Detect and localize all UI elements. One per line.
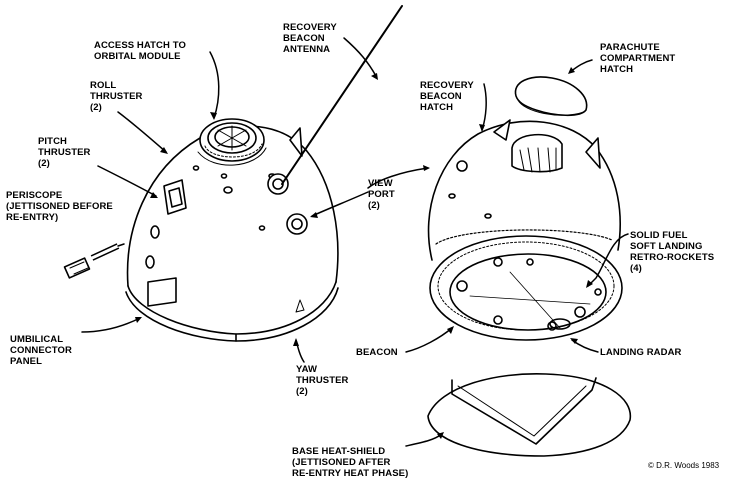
base-heat-shield (427, 373, 632, 457)
label-heat-shield: BASE HEAT-SHIELD (JETTISONED AFTER RE-EN… (292, 446, 409, 479)
parachute-hatch-lid (514, 76, 588, 117)
label-pitch-thruster: PITCH THRUSTER (2) (38, 136, 91, 169)
label-periscope: PERISCOPE (JETTISONED BEFORE RE-ENTRY) (6, 190, 113, 223)
label-recovery-beacon-antenna: RECOVERY BEACON ANTENNA (283, 22, 337, 55)
label-parachute-hatch: PARACHUTE COMPARTMENT HATCH (600, 42, 676, 75)
label-yaw-thruster: YAW THRUSTER (2) (296, 364, 349, 397)
label-landing-radar: LANDING RADAR (600, 347, 682, 358)
right-capsule (427, 119, 623, 341)
label-roll-thruster: ROLL THRUSTER (2) (90, 80, 143, 113)
label-beacon: BEACON (356, 347, 398, 358)
label-view-port: VIEW PORT (2) (368, 178, 395, 211)
label-recovery-beacon-hatch: RECOVERY BEACON HATCH (420, 80, 474, 113)
label-access-hatch: ACCESS HATCH TO ORBITAL MODULE (94, 40, 186, 62)
credit: © D.R. Woods 1983 (648, 461, 720, 470)
label-umbilical: UMBILICAL CONNECTOR PANEL (10, 334, 72, 367)
left-capsule (63, 5, 403, 342)
arrowheads (135, 67, 593, 439)
label-retro-rockets: SOLID FUEL SOFT LANDING RETRO-ROCKETS (4… (630, 230, 715, 274)
